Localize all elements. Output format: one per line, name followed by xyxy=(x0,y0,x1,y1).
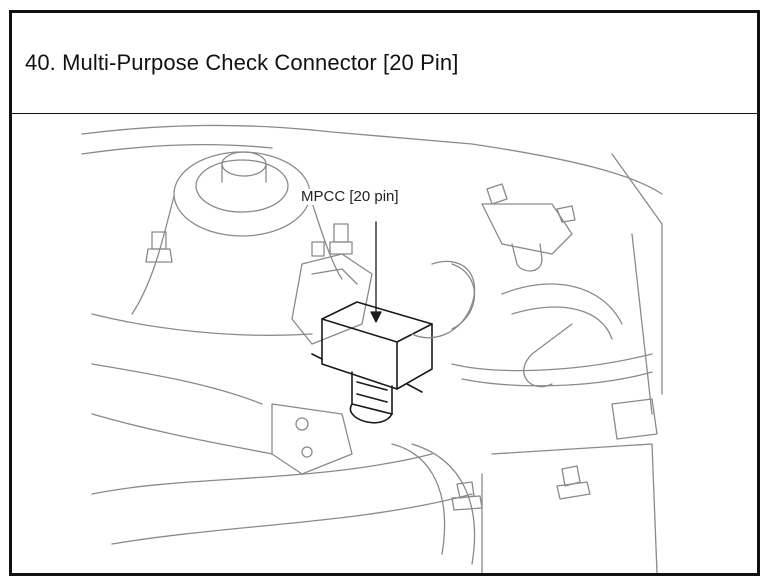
figure-title: 40. Multi-Purpose Check Connector [20 Pi… xyxy=(25,50,459,75)
line-drawing xyxy=(81,124,663,573)
bolt-left xyxy=(145,231,173,263)
figure-frame: 40. Multi-Purpose Check Connector [20 Pi… xyxy=(9,10,760,576)
figure-header: 40. Multi-Purpose Check Connector [20 Pi… xyxy=(12,13,757,114)
mpcc-connector xyxy=(311,301,433,424)
engine-bay-illustration: MPCC [20 pin] xyxy=(12,114,757,573)
mpcc-callout-label: MPCC [20 pin] xyxy=(300,188,400,205)
